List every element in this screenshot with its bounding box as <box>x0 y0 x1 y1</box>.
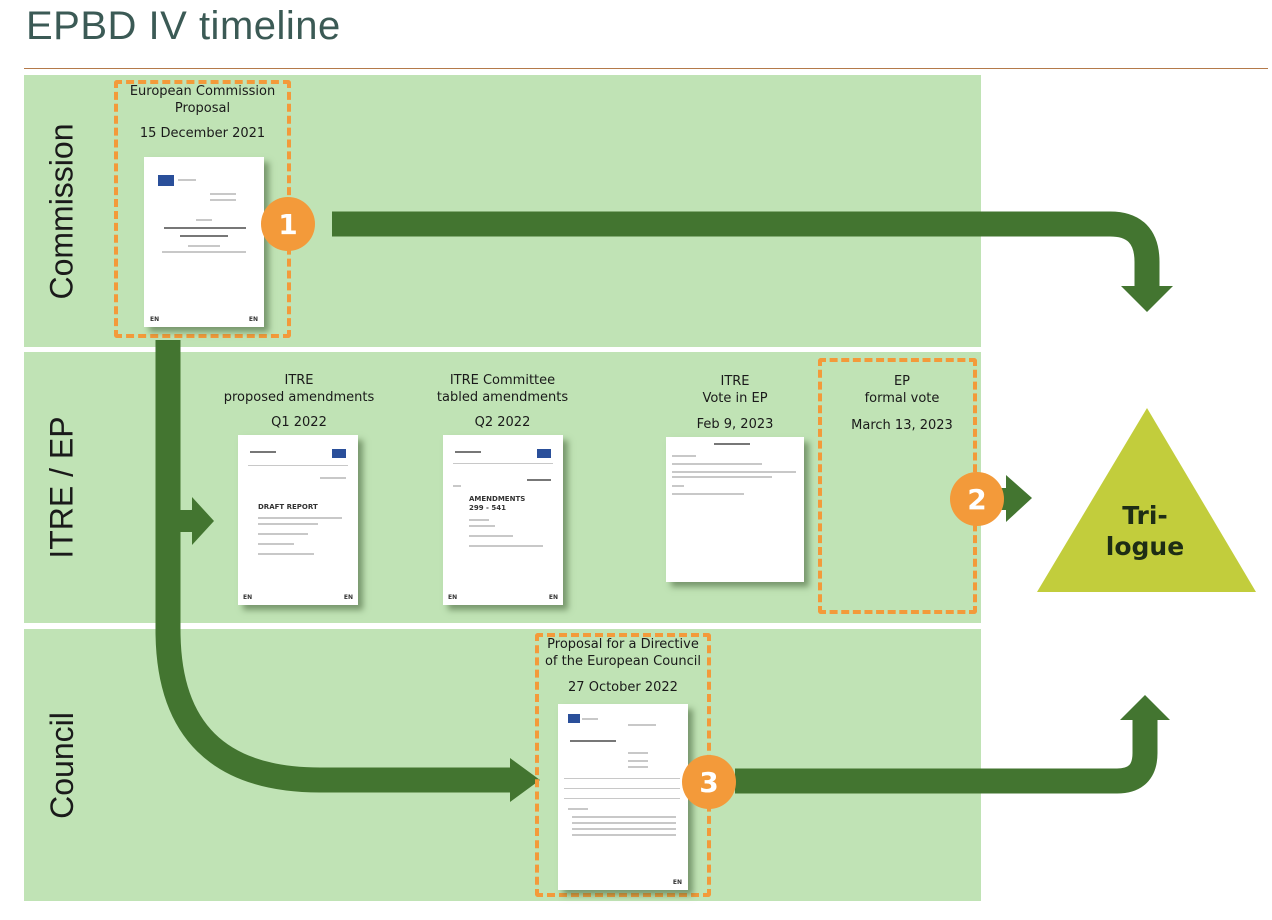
itre-proposed-caption: ITRE proposed amendments <box>200 372 398 406</box>
page-title: EPBD IV timeline <box>26 4 341 48</box>
arrow-council-to-trilogue <box>735 718 1158 794</box>
step-badge-2: 2 <box>950 472 1004 526</box>
doc-heading: AMENDMENTS <box>469 495 526 503</box>
caption-line: formal vote <box>864 391 940 406</box>
trilogue-label-line: logue <box>1105 532 1185 561</box>
caption-line: ITRE Committee <box>449 373 556 388</box>
itre-vote-date: Feb 9, 2023 <box>696 417 774 432</box>
council-date: 27 October 2022 <box>568 680 678 695</box>
arrow-commission-to-council <box>155 340 515 793</box>
arrowhead-down <box>1121 286 1173 312</box>
trilogue-label-line: Tri- <box>1122 501 1168 530</box>
trilogue-label: Tri- logue <box>1080 500 1210 562</box>
itre-vote-caption: ITRE Vote in EP <box>640 373 830 407</box>
arrow-commission-to-trilogue <box>332 211 1160 288</box>
doc-language: EN <box>243 594 253 601</box>
doc-language: EN <box>150 316 160 323</box>
trilogue-triangle <box>1037 408 1256 592</box>
ep-vote-caption: EP formal vote <box>818 373 986 407</box>
council-caption: Proposal for a Directive of the European… <box>535 636 711 670</box>
doc-language: EN <box>548 594 558 601</box>
document-thumbnail-council[interactable]: EN <box>558 704 688 890</box>
title-divider <box>24 68 1268 69</box>
caption-line: Proposal for a Directive <box>547 637 699 652</box>
itre-tabled-date: Q2 2022 <box>474 415 531 430</box>
doc-language: EN <box>248 316 258 323</box>
commission-caption: European Commission Proposal <box>114 83 291 117</box>
doc-heading: DRAFT REPORT <box>258 503 318 511</box>
doc-subheading: 299 - 541 <box>469 504 507 512</box>
itre-proposed-date: Q1 2022 <box>271 415 327 430</box>
arrowhead-right-council <box>510 758 540 802</box>
arrowhead-right-itre <box>192 497 214 545</box>
ep-vote-date: March 13, 2023 <box>851 418 953 433</box>
arrowhead-right-ep <box>1006 475 1032 522</box>
document-thumbnail-draft-report[interactable]: DRAFT REPORT EN EN <box>238 435 358 605</box>
doc-language: EN <box>343 594 353 601</box>
caption-line: ITRE <box>720 374 750 389</box>
caption-line: proposed amendments <box>223 390 375 405</box>
document-thumbnail-commission[interactable]: EN EN <box>144 157 264 327</box>
doc-language: EN <box>448 594 458 601</box>
commission-date: 15 December 2021 <box>139 126 266 141</box>
caption-line: of the European Council <box>544 654 702 669</box>
step-badge-1: 1 <box>261 197 315 251</box>
arrowhead-up <box>1120 695 1170 720</box>
caption-line: EP <box>893 374 911 389</box>
caption-line: European Commission <box>129 84 276 99</box>
caption-line: Vote in EP <box>702 391 768 406</box>
doc-language: EN <box>672 879 682 886</box>
caption-line: ITRE <box>284 373 314 388</box>
caption-line: Proposal <box>174 101 231 116</box>
step-badge-3: 3 <box>682 755 736 809</box>
document-thumbnail-vote-summary[interactable] <box>666 437 804 582</box>
caption-line: tabled amendments <box>436 390 569 405</box>
arrow-branch-itre <box>180 510 194 532</box>
itre-tabled-caption: ITRE Committee tabled amendments <box>405 372 600 406</box>
